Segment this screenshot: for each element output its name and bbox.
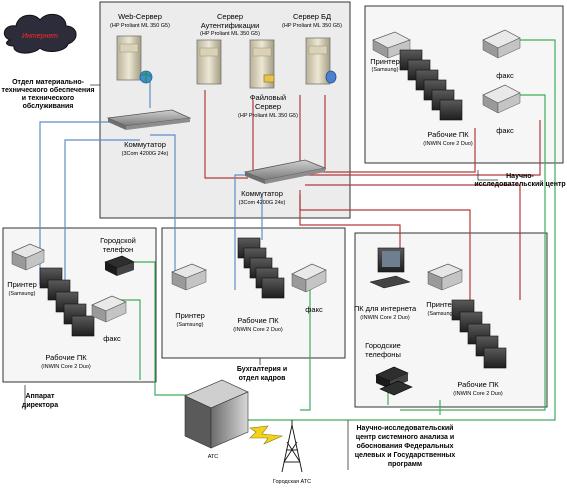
director-callout: Аппарат директора <box>22 393 58 409</box>
accounting-printer-title: Принтер <box>175 311 205 320</box>
auth-server-title-1: Сервер <box>217 12 243 21</box>
accounting-workstations-title: Рабочие ПК <box>237 316 279 325</box>
director-phone-title-1: Городской <box>100 236 136 245</box>
research-callout: Научно- исследовательский центр <box>474 173 565 188</box>
director-workstations-title: Рабочие ПК <box>45 353 87 362</box>
switch-1-icon <box>106 109 192 130</box>
accounting-fax-title: факс <box>305 305 323 314</box>
analysis-callout: Научно-исследовательский центр системног… <box>355 424 456 468</box>
analysis-internet-pc-title: ПК для интернета <box>354 304 417 313</box>
director-printer-model: (Samsung) <box>9 291 36 297</box>
file-server-icon <box>249 39 275 89</box>
auth-server-model: (HP Proliant ML 350 G5) <box>200 31 260 37</box>
director-phone-icon <box>104 255 135 276</box>
maintenance-line-4: обслуживания <box>23 102 74 110</box>
director-printer-icon <box>11 243 45 271</box>
analysis-line-2: центр системного анализа и <box>356 434 454 441</box>
analysis-line-1: Научно-исследовательский <box>357 424 454 432</box>
web-server-title: Web-Сервер <box>118 12 162 21</box>
db-server-icon <box>305 37 337 85</box>
director-workstations-model: (INWIN Core 2 Duo) <box>41 364 91 370</box>
analysis-phones-title-2: телефоны <box>365 350 401 359</box>
research-fax-2-icon <box>482 84 521 114</box>
maintenance-line-2: технического обеспечения <box>2 86 95 94</box>
web-server-model: (HP Proliant ML 350 G5) <box>110 23 170 29</box>
switch-1-title: Коммутатор <box>124 140 166 149</box>
analysis-printer-icon <box>427 263 463 291</box>
cloud-icon <box>3 13 77 54</box>
accounting-workstations-icon <box>237 237 285 299</box>
maintenance-line-3: и технического <box>22 95 74 102</box>
research-workstations-model: (INWIN Core 2 Duo) <box>423 141 473 147</box>
accounting-line-2: отдел кадров <box>239 375 287 382</box>
callout-lines <box>24 84 498 470</box>
db-server-title: Сервер БД <box>293 12 331 21</box>
research-printer-title: Принтер <box>370 57 400 66</box>
maintenance-line-1: Отдел материально- <box>12 79 85 86</box>
switch-2-icon <box>243 159 327 184</box>
director-fax-icon <box>91 295 127 323</box>
internet-cloud: Интернет <box>3 13 77 54</box>
maintenance-callout: Отдел материально- технического обеспече… <box>2 79 95 110</box>
analysis-printer-model: (Samsung) <box>428 311 455 317</box>
analysis-workstations-icon <box>451 299 507 369</box>
analysis-phones-title-1: Городские <box>365 341 401 350</box>
switch-2-model: (3Com 4200G 24x) <box>239 200 286 206</box>
city-pbx-label: Городская АТС <box>273 479 311 485</box>
director-line-1: Аппарат <box>25 393 55 400</box>
db-server-model: (HP Proliant ML 350 G5) <box>282 23 342 29</box>
research-fax-1-icon <box>482 29 521 59</box>
web-server-icon <box>116 35 153 84</box>
director-workstations-icon <box>39 267 95 337</box>
file-server-title-2: Сервер <box>255 102 281 111</box>
research-line-2: исследовательский центр <box>474 180 565 188</box>
research-line-1: Научно- <box>506 173 534 180</box>
analysis-workstations-title: Рабочие ПК <box>457 380 499 389</box>
pbx-label: АТС <box>208 454 219 460</box>
research-fax-1-title: факс <box>496 71 514 80</box>
research-workstations-icon <box>399 49 463 121</box>
database-icon <box>325 70 337 84</box>
analysis-printer-title: Принтер <box>426 300 456 309</box>
analysis-internet-pc-icon <box>369 247 411 289</box>
file-server-title-1: Файловый <box>250 93 286 102</box>
auth-server-title-2: Аутентификации <box>201 21 260 30</box>
pbx-icon <box>184 379 249 449</box>
accounting-printer-icon <box>171 263 207 291</box>
lightning-icon <box>249 425 284 445</box>
accounting-callout: Бухгалтерия и отдел кадров <box>237 366 287 382</box>
director-phone-title-2: телефон <box>103 245 133 254</box>
analysis-line-5: программ <box>388 461 422 468</box>
accounting-printer-model: (Samsung) <box>177 322 204 328</box>
analysis-workstations-model: (INWIN Core 2 Duo) <box>453 391 503 397</box>
cloud-label: Интернет <box>22 33 58 40</box>
research-workstations-title: Рабочие ПК <box>427 130 469 139</box>
folder-icon <box>263 74 275 83</box>
auth-server-icon <box>196 39 222 85</box>
analysis-line-3: обоснования Федеральных <box>356 442 453 450</box>
director-fax-title: факс <box>103 334 121 343</box>
accounting-workstations-model: (INWIN Core 2 Duo) <box>233 327 283 333</box>
analysis-line-4: целевых и Государственных <box>355 452 456 459</box>
file-server-model: (HP Proliant ML 350 G5) <box>238 113 298 119</box>
research-fax-2-title: факс <box>496 126 514 135</box>
accounting-fax-icon <box>291 263 327 293</box>
switch-1-model: (3Com 4200G 24x) <box>122 151 169 157</box>
research-printer-icon <box>372 31 411 59</box>
radio-tower-icon <box>281 420 303 473</box>
switch-2-title: Коммутатор <box>241 189 283 198</box>
analysis-internet-pc-model: (INWIN Core 2 Duo) <box>360 315 410 321</box>
research-printer-model: (Samsung) <box>372 67 399 73</box>
director-line-2: директора <box>22 402 58 409</box>
analysis-phones-icon <box>375 366 413 396</box>
red-cables <box>204 90 541 300</box>
accounting-line-1: Бухгалтерия и <box>237 366 287 373</box>
director-printer-title: Принтер <box>7 280 37 289</box>
research-room <box>364 5 564 164</box>
